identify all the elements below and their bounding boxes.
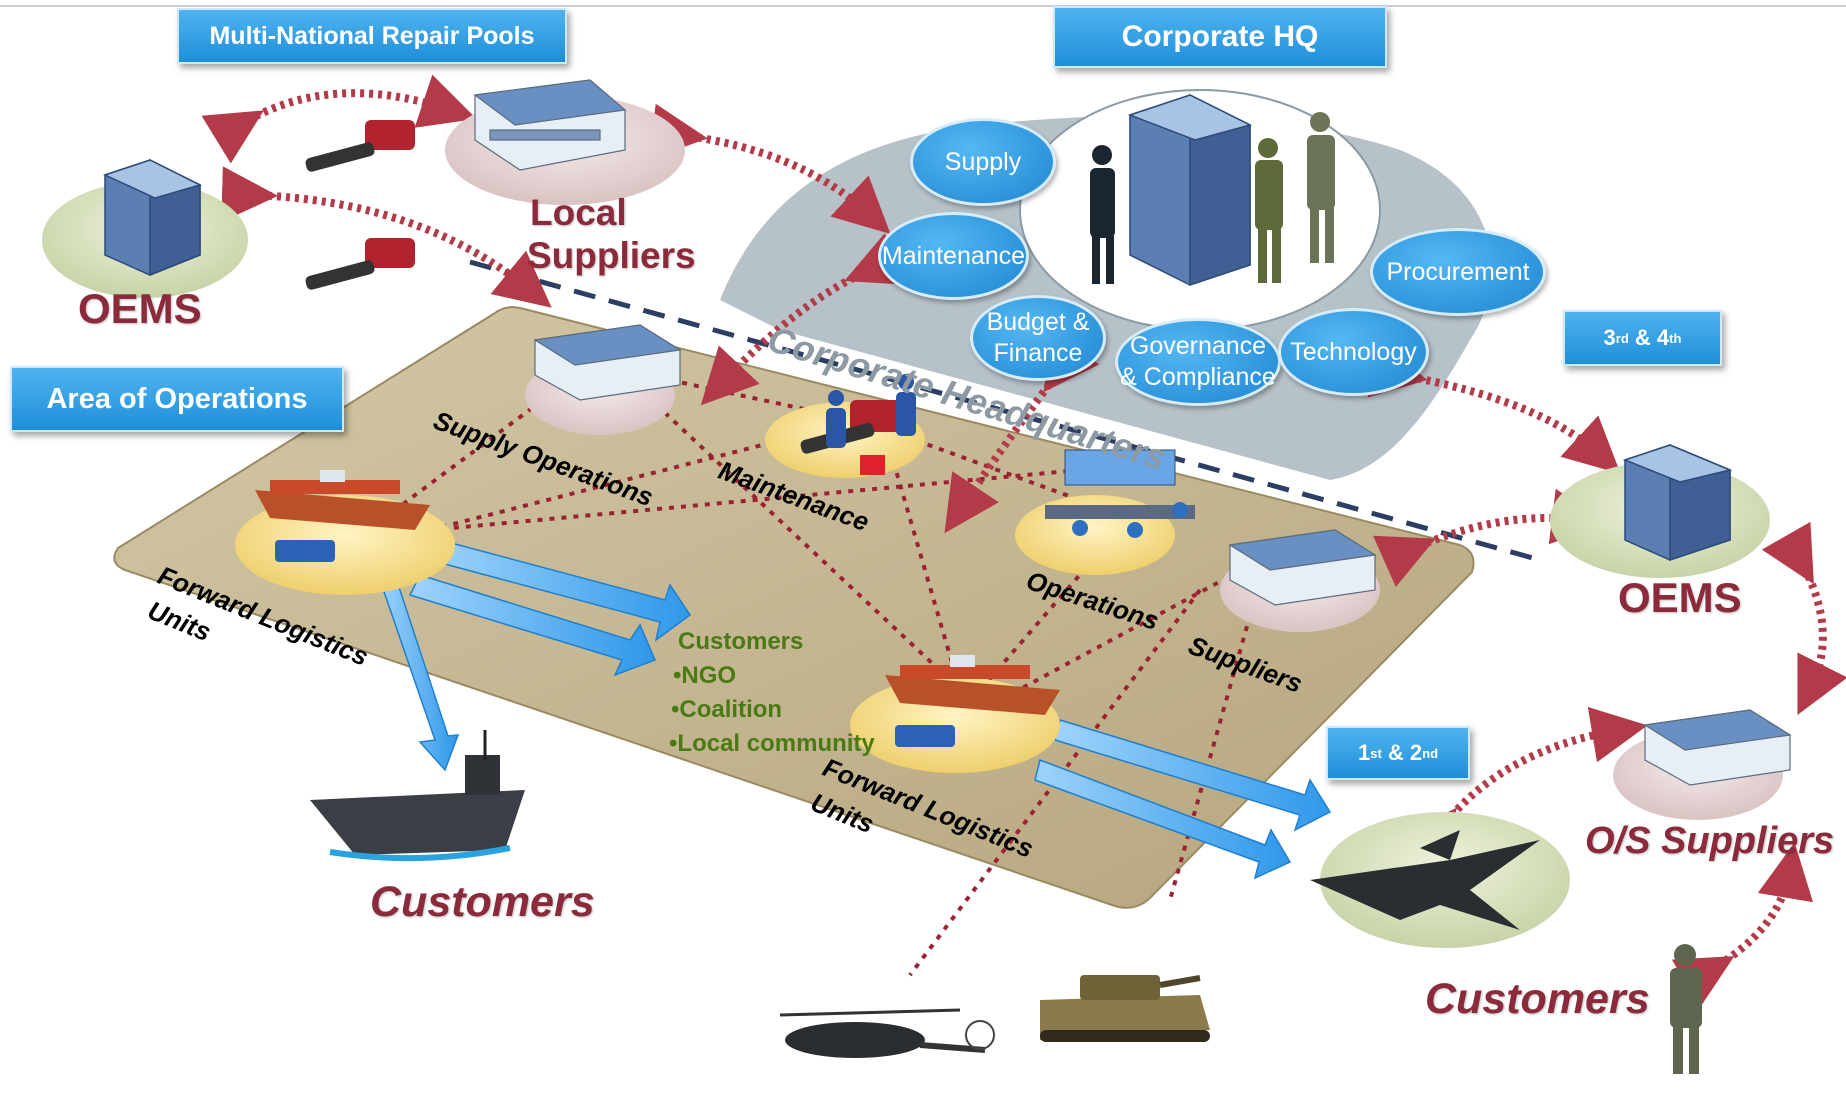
- person-icon: [1255, 138, 1283, 283]
- building-icon: [1622, 443, 1733, 562]
- helicopter-icon: [779, 1008, 995, 1058]
- technician-icon: [826, 374, 916, 448]
- warehouse-icon: [473, 79, 627, 171]
- control-console-icon: [1045, 449, 1195, 538]
- engine-icon: [305, 238, 415, 290]
- engine-icon: [305, 120, 415, 172]
- person-icon: [1307, 112, 1335, 263]
- local-suppliers-label-2: Suppliers: [527, 235, 696, 276]
- pilot-icon: [1670, 944, 1702, 1074]
- customer-list-item-coalition: •Coalition: [671, 696, 783, 723]
- local-suppliers-label-1: Local: [530, 192, 627, 233]
- warehouse-icon: [1228, 529, 1377, 606]
- procurement-oval: Procurement: [1370, 228, 1546, 316]
- governance-compliance-oval: Governance & Compliance: [1115, 318, 1281, 406]
- governance-line-2: & Compliance: [1120, 363, 1276, 391]
- customers-right-label: Customers: [1425, 975, 1650, 1023]
- blue-flow-arrows: [379, 539, 1332, 880]
- governance-line-1: Governance: [1129, 332, 1267, 360]
- budget-line-1: Budget &: [986, 308, 1090, 336]
- oems-right-label: OEMS: [1618, 574, 1742, 621]
- maintenance-oval: Maintenance: [878, 212, 1029, 300]
- building-icon: [102, 158, 203, 277]
- cargo-ship-icon: [885, 655, 1060, 747]
- customer-list-item-local-community: •Local community: [669, 730, 875, 757]
- technology-oval: Technology: [1278, 308, 1429, 396]
- fighter-jet-icon: [1310, 830, 1540, 930]
- customer-list-item-ngo: •NGO: [673, 662, 737, 689]
- customers-left-label: Customers: [370, 878, 595, 926]
- oems-left-label: OEMS: [78, 285, 202, 332]
- customer-list-title: Customers: [678, 628, 804, 655]
- warehouse-icon: [1643, 709, 1792, 786]
- aircraft-carrier-icon: [310, 730, 525, 862]
- cargo-ship-icon: [255, 470, 430, 562]
- os-suppliers-label: O/S Suppliers: [1585, 820, 1835, 862]
- multi-national-repair-pools-box: Multi-National Repair Pools: [177, 8, 567, 64]
- budget-finance-oval: Budget & Finance: [970, 295, 1106, 381]
- corporate-hq-box: Corporate HQ: [1053, 6, 1387, 68]
- area-of-operations-box: Area of Operations: [10, 366, 344, 432]
- warehouse-icon: [533, 324, 682, 401]
- tank-icon: [1040, 975, 1210, 1042]
- budget-line-2: Finance: [993, 339, 1083, 367]
- person-icon: [1090, 145, 1115, 284]
- hq-tower-icon: [1127, 93, 1253, 287]
- supply-oval: Supply: [910, 118, 1056, 206]
